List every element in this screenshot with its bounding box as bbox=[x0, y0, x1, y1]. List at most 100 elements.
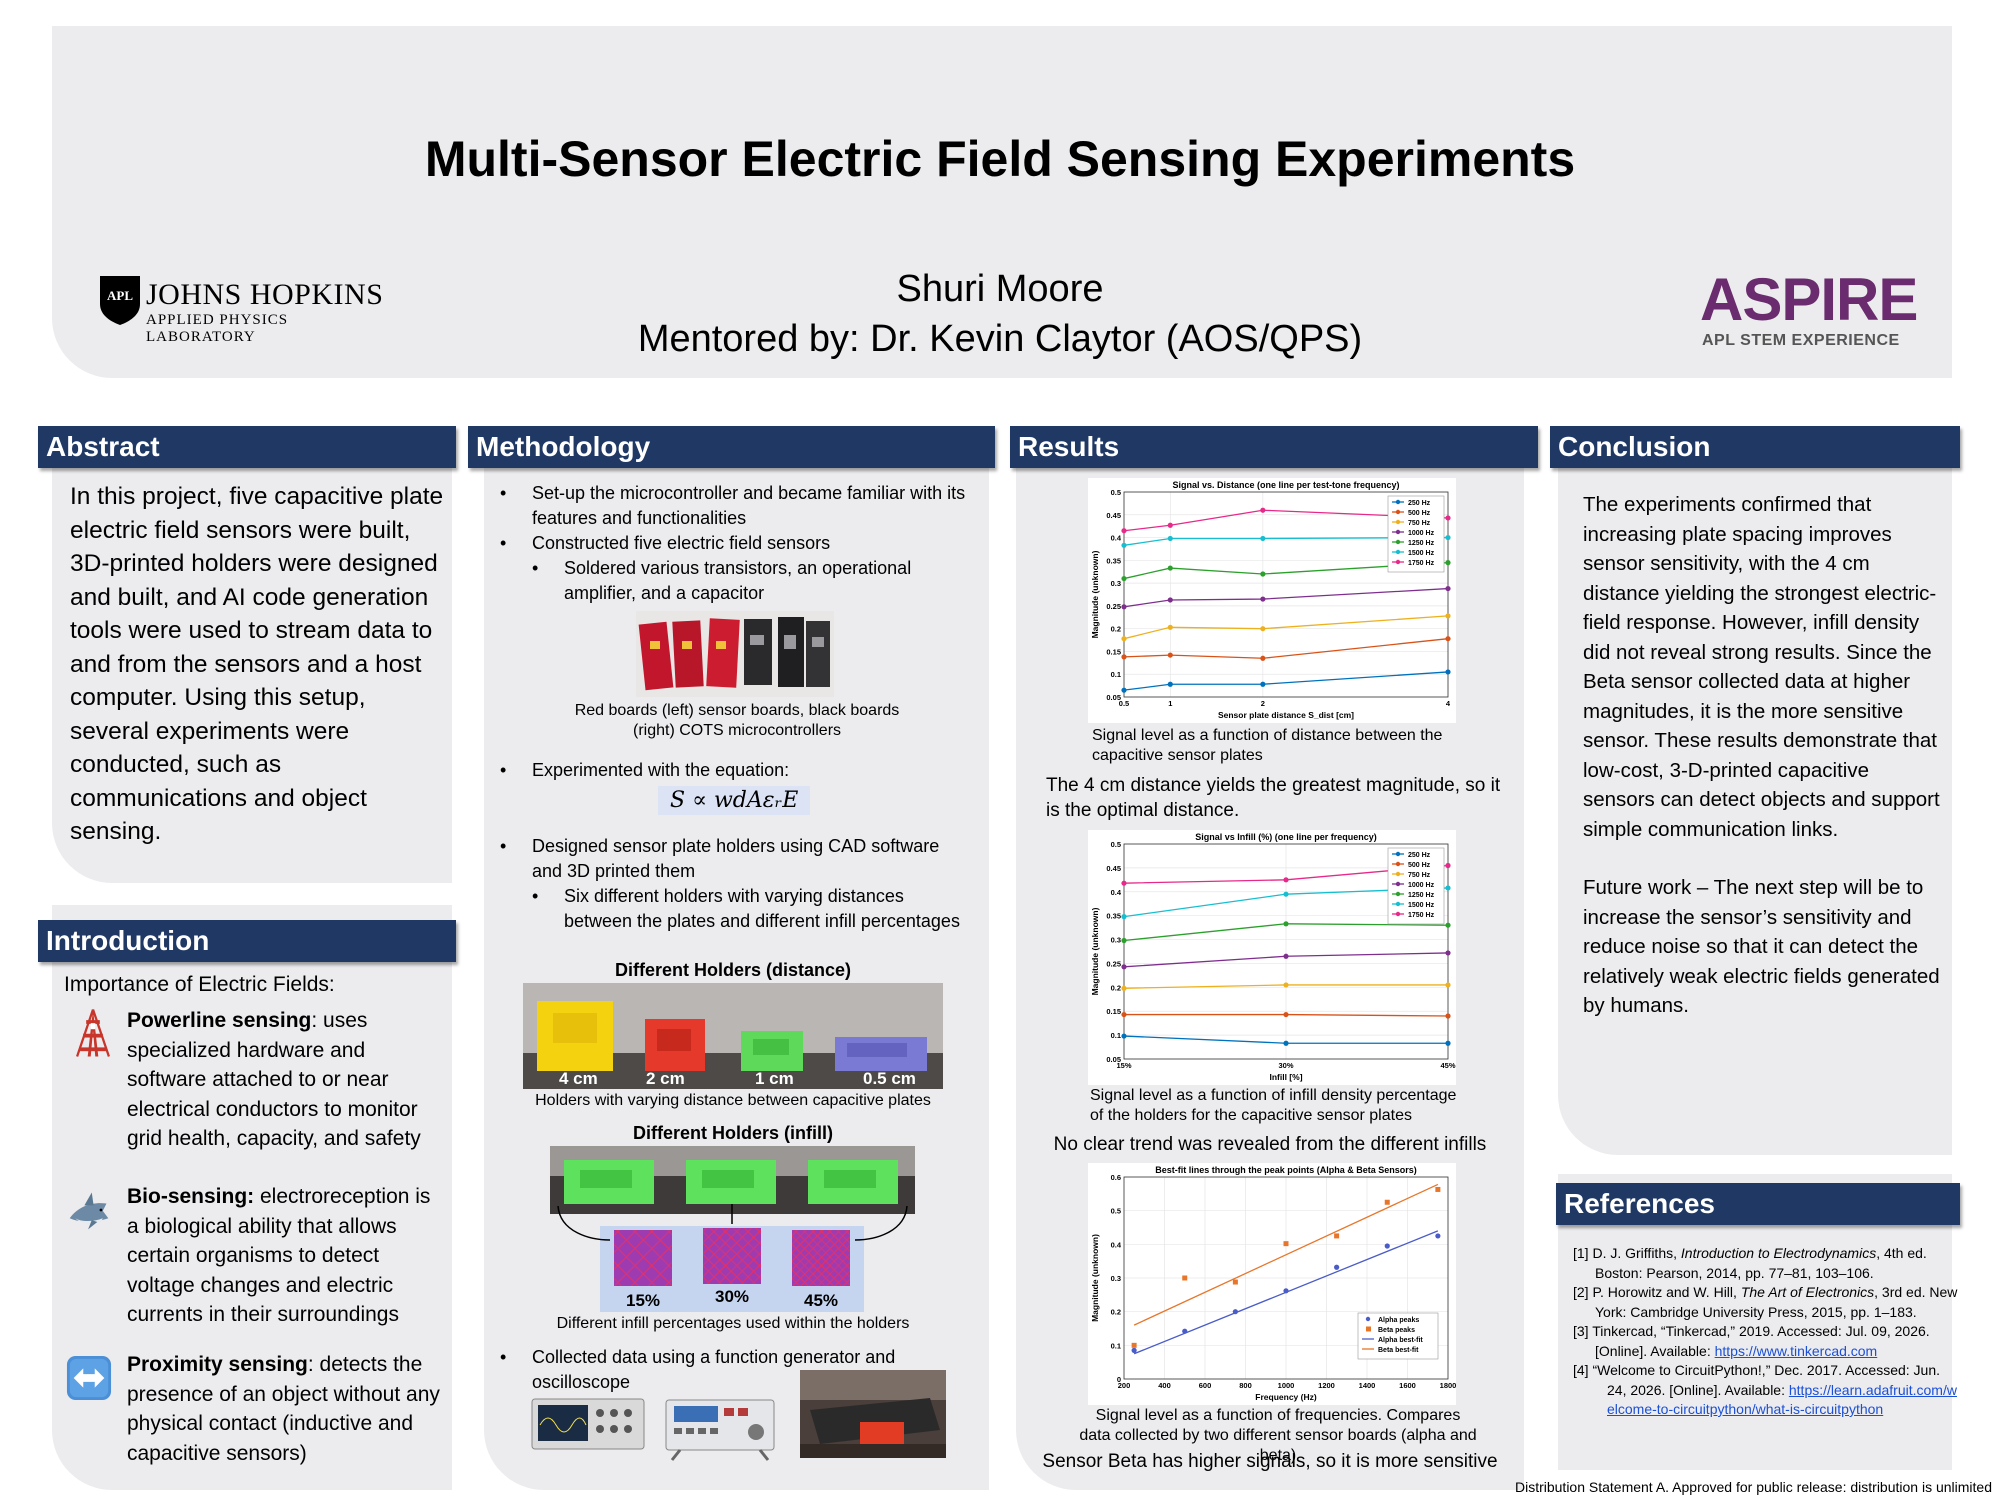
legend-marker bbox=[1395, 539, 1401, 545]
data-point bbox=[1260, 571, 1266, 577]
methodology-bullet-3: • Experimented with the equation: bbox=[500, 758, 970, 783]
chart-signal-vs-distance: Signal vs. Distance (one line per test-t… bbox=[1088, 478, 1456, 723]
ref-text: , 3rd ed. New York: Cambridge University… bbox=[1595, 1284, 1958, 1320]
data-point bbox=[1283, 1040, 1289, 1046]
legend-label: 250 Hz bbox=[1408, 852, 1431, 859]
x-tick-label: 600 bbox=[1199, 1381, 1212, 1390]
series-line bbox=[1123, 671, 1449, 691]
tower-icon bbox=[76, 1009, 110, 1057]
sensor-boards-photo bbox=[636, 611, 834, 697]
data-point bbox=[1167, 565, 1173, 571]
chart-title: Signal vs. Distance (one line per test-t… bbox=[1172, 480, 1399, 490]
series-line bbox=[1123, 509, 1449, 532]
x-tick-label: 1000 bbox=[1278, 1381, 1295, 1390]
chart-signal-vs-infill: Signal vs Infill (%) (one line per frequ… bbox=[1088, 830, 1456, 1085]
legend-label: 1750 Hz bbox=[1408, 560, 1435, 567]
jhu-name: JOHNS HOPKINS bbox=[146, 278, 384, 311]
legend-label: 1500 Hz bbox=[1408, 902, 1435, 909]
series-line bbox=[1123, 561, 1449, 580]
bullet-text: Six different holders with varying dista… bbox=[564, 886, 960, 931]
y-tick-label: 0.3 bbox=[1111, 936, 1121, 945]
methodology-subbullet-4a: • Six different holders with varying dis… bbox=[532, 884, 962, 934]
bullet-dot: • bbox=[500, 533, 507, 553]
jhu-sub: APPLIED PHYSICS LABORATORY bbox=[146, 312, 289, 345]
series-line bbox=[1133, 1183, 1439, 1326]
plot-area bbox=[1123, 491, 1449, 698]
data-point bbox=[1121, 687, 1127, 693]
data-point bbox=[1384, 1243, 1390, 1249]
x-tick-label: 1 bbox=[1168, 699, 1172, 708]
data-point bbox=[1121, 1033, 1127, 1039]
data-point bbox=[1334, 1233, 1340, 1239]
intro-desc: : detects the presence of an object with… bbox=[127, 1353, 440, 1465]
data-point bbox=[1167, 652, 1173, 658]
legend-box bbox=[1357, 1312, 1439, 1360]
legend-label: 1250 Hz bbox=[1408, 892, 1435, 899]
data-point bbox=[1445, 1040, 1451, 1046]
legend-label: 1750 Hz bbox=[1408, 912, 1435, 919]
data-point bbox=[1121, 964, 1127, 970]
holder-red bbox=[645, 1019, 705, 1071]
reference-3: [3] Tinkercad, “Tinkercad,” 2019. Access… bbox=[1573, 1322, 1958, 1361]
data-point bbox=[1121, 636, 1127, 642]
intro-item-proximity: Proximity sensing: detects the presence … bbox=[127, 1350, 447, 1468]
y-tick-label: 0.45 bbox=[1106, 511, 1121, 520]
legend-label: 1250 Hz bbox=[1408, 540, 1435, 547]
abstract-text: In this project, five capacitive plate e… bbox=[70, 483, 444, 845]
y-tick-label: 0.35 bbox=[1106, 556, 1121, 565]
intro-term: Powerline sensing bbox=[127, 1009, 312, 1032]
x-tick-label: 1400 bbox=[1359, 1381, 1376, 1390]
y-axis-label: Magnitude (unknown) bbox=[1090, 907, 1100, 995]
legend-marker bbox=[1395, 881, 1401, 887]
apl-shield-icon: APL bbox=[100, 276, 140, 325]
data-point bbox=[1283, 1011, 1289, 1018]
legend-marker bbox=[1395, 891, 1401, 897]
reference-link[interactable]: https://www.tinkercad.com bbox=[1714, 1342, 1878, 1359]
bullet-text: Collected data using a function generato… bbox=[532, 1347, 896, 1392]
data-point bbox=[1260, 507, 1266, 513]
conclusion-paragraph-2: Future work – The next step will be to i… bbox=[1583, 876, 1940, 1017]
distribution-statement: Distribution Statement A. Approved for p… bbox=[1514, 1479, 1992, 1495]
data-point bbox=[1283, 891, 1289, 897]
intro-item-biosensing: Bio-sensing: electroreception is a biolo… bbox=[127, 1182, 447, 1330]
y-tick-label: 0.3 bbox=[1111, 1274, 1121, 1283]
data-point bbox=[1283, 953, 1289, 959]
data-point bbox=[1121, 1011, 1127, 1018]
data-point bbox=[1121, 542, 1127, 548]
reference-link[interactable]: https://learn.adafruit.com/welcome-to-ci… bbox=[1607, 1381, 1957, 1418]
holders-infill-title: Different Holders (infill) bbox=[632, 1123, 833, 1143]
data-point bbox=[1131, 1342, 1137, 1348]
holders-distance-title: Different Holders (distance) bbox=[614, 960, 852, 980]
series-line bbox=[1123, 536, 1449, 546]
legend-label: 1500 Hz bbox=[1408, 550, 1435, 557]
legend-marker bbox=[1395, 851, 1401, 857]
y-tick-label: 0.5 bbox=[1111, 488, 1121, 497]
holders-infill-photo: 15% 30% 45% bbox=[550, 1146, 915, 1312]
chart1-finding: The 4 cm distance yields the greatest ma… bbox=[1046, 775, 1501, 821]
y-tick-label: 0.1 bbox=[1111, 670, 1121, 679]
references-list: [1] D. J. Griffiths, Introduction to Ele… bbox=[1573, 1244, 1958, 1420]
bullet-dot: • bbox=[532, 558, 539, 578]
data-point bbox=[1121, 604, 1127, 610]
holder-label: 0.5 cm bbox=[863, 1069, 916, 1088]
abstract-heading: Abstract bbox=[38, 426, 456, 468]
data-point bbox=[1182, 1275, 1188, 1281]
x-tick-label: 45% bbox=[1440, 1061, 1455, 1070]
capacitance-equation: S ∝ wdAεᵣE bbox=[658, 786, 811, 815]
conclusion-paragraph-1: The experiments confirmed that increasin… bbox=[1583, 493, 1940, 841]
header-banner bbox=[52, 26, 1952, 378]
conclusion-text: The experiments confirmed that increasin… bbox=[1583, 490, 1943, 1021]
y-tick-label: 0.4 bbox=[1111, 888, 1122, 897]
methodology-subbullet-2a: • Soldered various transistors, an opera… bbox=[532, 556, 962, 606]
shark-icon bbox=[69, 1192, 109, 1230]
data-point bbox=[1121, 985, 1127, 991]
x-tick-label: 1200 bbox=[1318, 1381, 1335, 1390]
aspire-sub: APL STEM EXPERIENCE bbox=[1702, 332, 1900, 349]
legend-label: Alpha best-fit bbox=[1378, 1337, 1423, 1344]
x-tick-label: 30% bbox=[1278, 1061, 1293, 1070]
legend-marker bbox=[1395, 559, 1401, 565]
series-line bbox=[1123, 638, 1449, 659]
intro-desc: electroreception is a biological ability… bbox=[127, 1185, 431, 1326]
y-tick-label: 0.2 bbox=[1111, 1308, 1121, 1317]
x-tick-label: 1600 bbox=[1399, 1381, 1416, 1390]
